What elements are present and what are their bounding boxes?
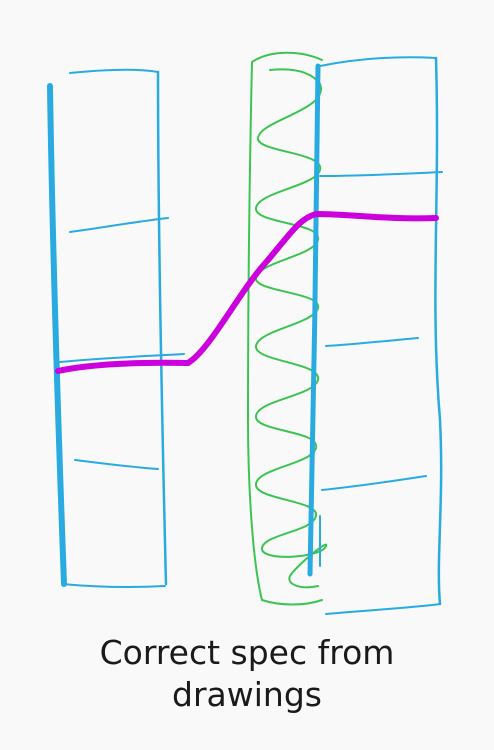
right-panel-top-edge (319, 56, 437, 67)
left-panel-top-edge (69, 68, 159, 74)
right-panel-grid-line (321, 475, 427, 491)
right-panel-outer-edge (434, 56, 443, 606)
caption-line-2: drawings (172, 675, 322, 714)
wall-section-sketch (47, 51, 443, 615)
left-wall-panel (47, 68, 185, 589)
highlight-trace-line (55, 211, 439, 374)
caption-line-1: Correct spec from (99, 633, 395, 672)
left-panel-grid-line (59, 353, 185, 363)
right-wall-panel (307, 56, 443, 615)
right-panel-grid-line (325, 337, 419, 347)
right-panel-inner-edge (307, 63, 321, 577)
left-panel-grid-line (74, 459, 159, 470)
left-panel-bottom-edge (61, 583, 166, 589)
right-panel-grid-line (319, 171, 443, 177)
caption: Correct spec from drawings (0, 632, 494, 716)
left-panel-inner-edge (156, 70, 168, 586)
left-panel-outer-edge (47, 83, 67, 587)
left-panel-grid-line (69, 217, 169, 233)
insulation-outline (247, 51, 323, 606)
right-panel-bottom-edge (325, 603, 441, 615)
